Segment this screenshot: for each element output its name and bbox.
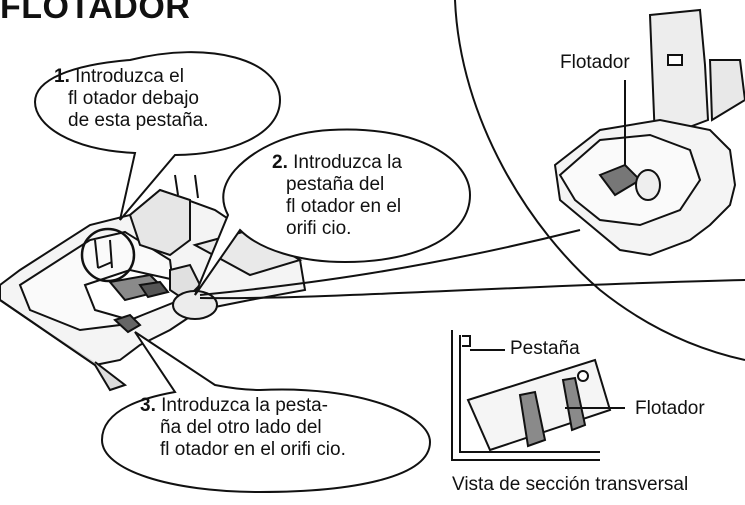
step-2-line-4: orifi cio. — [286, 218, 352, 239]
section-caption: Vista de sección transversal — [452, 474, 689, 495]
cross-section-illustration — [451, 330, 625, 461]
zoom-connector-upper — [199, 229, 581, 296]
step-2-line-3: fl otador en el — [286, 196, 402, 217]
flotador-label-top: Flotador — [560, 52, 630, 73]
step-2-line-2: pestaña del — [286, 174, 385, 195]
step-1-text: 1. Introduzca el fl otador debajo de est… — [54, 66, 209, 132]
zoom-connector-lower — [199, 279, 745, 300]
step-2-text: 2. Introduzca la pestaña del fl otador e… — [272, 152, 402, 240]
pestana-label: Pestaña — [510, 338, 580, 359]
step-2-number: 2. — [272, 152, 288, 173]
zoom-arc — [454, 0, 745, 361]
step-1-number: 1. — [54, 66, 70, 87]
step-3-number: 3. — [140, 395, 156, 416]
step-3-text: 3. Introduzca la pesta- ña del otro lado… — [140, 395, 346, 461]
step-1-line-1: Introduzca el — [75, 66, 184, 87]
flotador-label-section: Flotador — [635, 398, 705, 419]
highlight-circle — [80, 227, 136, 283]
callout-bubbles — [33, 51, 472, 494]
step-3-line-2: ña del otro lado del — [160, 417, 322, 438]
step-2-line-1: Introduzca la — [293, 152, 402, 173]
step-1-line-2: fl otador debajo — [68, 88, 199, 109]
page-title: FLOTADOR — [0, 0, 191, 26]
step-1-line-3: de esta pestaña. — [68, 110, 209, 131]
step-3-line-3: fl otador en el orifi cio. — [160, 439, 346, 460]
step-3-line-1: Introduzca la pesta- — [161, 395, 329, 416]
detail-tray-illustration — [553, 8, 745, 257]
